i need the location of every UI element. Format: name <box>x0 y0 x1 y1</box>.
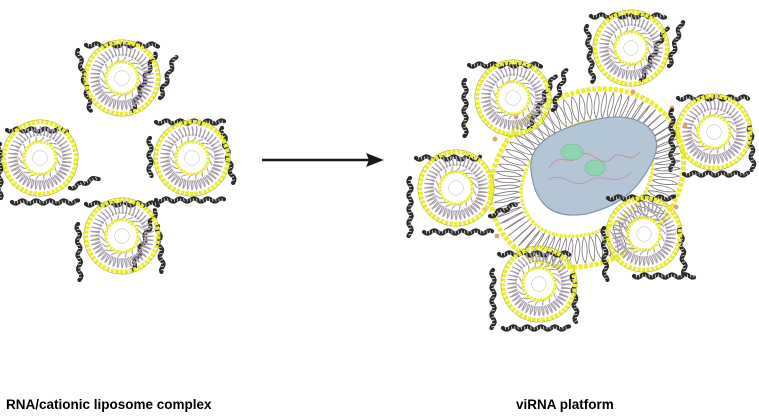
liposome-icon <box>675 93 753 171</box>
receptor-dot <box>630 89 636 95</box>
rna-liposome-complex <box>74 197 166 283</box>
caption-rna-cationic-liposome-complex: RNA/cationic liposome complex <box>6 397 212 412</box>
rna-strand <box>406 175 414 239</box>
rna-strand <box>668 107 676 173</box>
rna-liposome-complex <box>668 93 757 178</box>
receptor-dot <box>673 204 679 210</box>
rna-liposome-complex <box>146 118 237 204</box>
liposome-icon <box>500 245 578 323</box>
rna-strand <box>153 196 227 204</box>
rna-strand <box>666 20 686 69</box>
rna-strand <box>487 202 518 219</box>
rna-cationic-liposome-complex <box>0 39 237 283</box>
rna-strand <box>146 135 154 179</box>
liposome-icon <box>474 59 552 137</box>
rna-liposome-complex <box>461 59 569 139</box>
rna-liposome-complex <box>489 245 580 332</box>
liposome-icon <box>592 9 670 87</box>
rna-strand <box>157 55 179 101</box>
virus-cell-icon <box>481 86 688 270</box>
liposome-icon <box>83 197 161 275</box>
organelle <box>560 143 584 161</box>
rna-strand <box>461 77 469 139</box>
rna-strand <box>500 324 572 332</box>
liposome-icon <box>417 149 495 227</box>
rna-strand <box>583 23 597 84</box>
rna-strand <box>421 228 495 236</box>
caption-virna-platform: viRNA platform <box>516 397 614 412</box>
virna-platform <box>406 9 757 332</box>
rna-strand <box>74 221 84 283</box>
rna-strand <box>0 141 4 201</box>
rna-strand <box>75 47 93 113</box>
receptor-dot <box>492 136 498 142</box>
rna-strand <box>9 198 81 206</box>
rna-liposome-complex <box>75 39 179 117</box>
liposome-icon <box>83 39 161 117</box>
liposome-icon <box>1 119 79 197</box>
liposome-icon <box>605 195 683 273</box>
rna-strand <box>67 175 101 191</box>
rna-liposome-complex <box>406 149 518 239</box>
liposome-icon <box>153 119 231 197</box>
rna-strand <box>550 68 569 113</box>
rna-liposome-complex <box>583 9 686 87</box>
rna-liposome-complex <box>600 194 697 283</box>
arrow-head <box>366 153 384 167</box>
organelle <box>584 159 606 177</box>
receptor-dot <box>494 233 500 239</box>
rna-strand <box>681 170 751 178</box>
rna-strand <box>489 267 497 331</box>
rna-liposome-complex <box>0 119 101 206</box>
rna-strand <box>600 225 610 283</box>
